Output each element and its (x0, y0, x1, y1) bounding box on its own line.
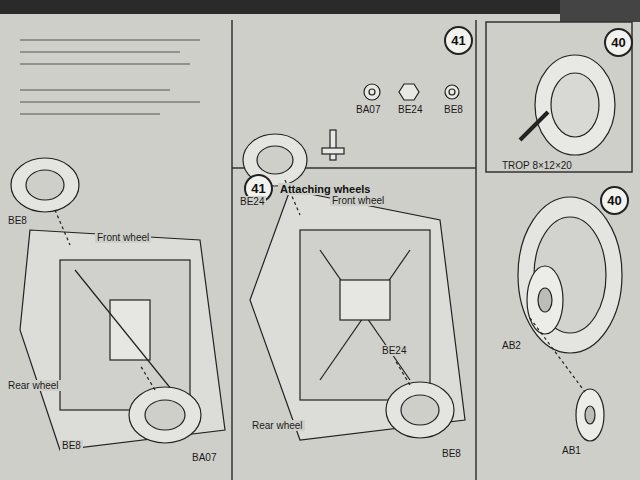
part-icons (322, 84, 459, 160)
part-label: BE24 (380, 345, 408, 356)
step-badge: 41 (444, 26, 473, 55)
part-label: BE8 (440, 448, 463, 459)
chassis-step41 (243, 134, 465, 440)
part-label: Front wheel (95, 232, 151, 243)
tire-wheel (518, 197, 622, 441)
background-edge (0, 0, 640, 14)
part-label: BE24 (396, 104, 424, 115)
part-label: AB1 (560, 445, 583, 456)
step-number: 40 (604, 28, 633, 57)
part-label: Rear wheel (6, 380, 61, 391)
step-badge: 40 (600, 186, 629, 215)
background-edge (560, 0, 640, 22)
part-label: Rear wheel (250, 420, 305, 431)
part-label: AB2 (500, 340, 523, 351)
chassis-front (11, 158, 225, 450)
tire-inset (520, 55, 615, 155)
step-heading: Attaching wheels (278, 183, 372, 195)
note-lines (20, 40, 200, 114)
step-badge: 40 (604, 28, 633, 57)
part-label: BE8 (6, 215, 29, 226)
part-label: BA07 (354, 104, 382, 115)
part-label: TROP 8×12×20 (500, 160, 574, 171)
panel-divider (232, 20, 632, 480)
part-label: Front wheel (330, 195, 386, 206)
step-number: 41 (444, 26, 473, 55)
part-label: BA07 (190, 452, 218, 463)
part-label: BE8 (60, 440, 83, 451)
part-label: BE8 (442, 104, 465, 115)
step-number: 40 (600, 186, 629, 215)
part-label: BE24 (238, 196, 266, 207)
